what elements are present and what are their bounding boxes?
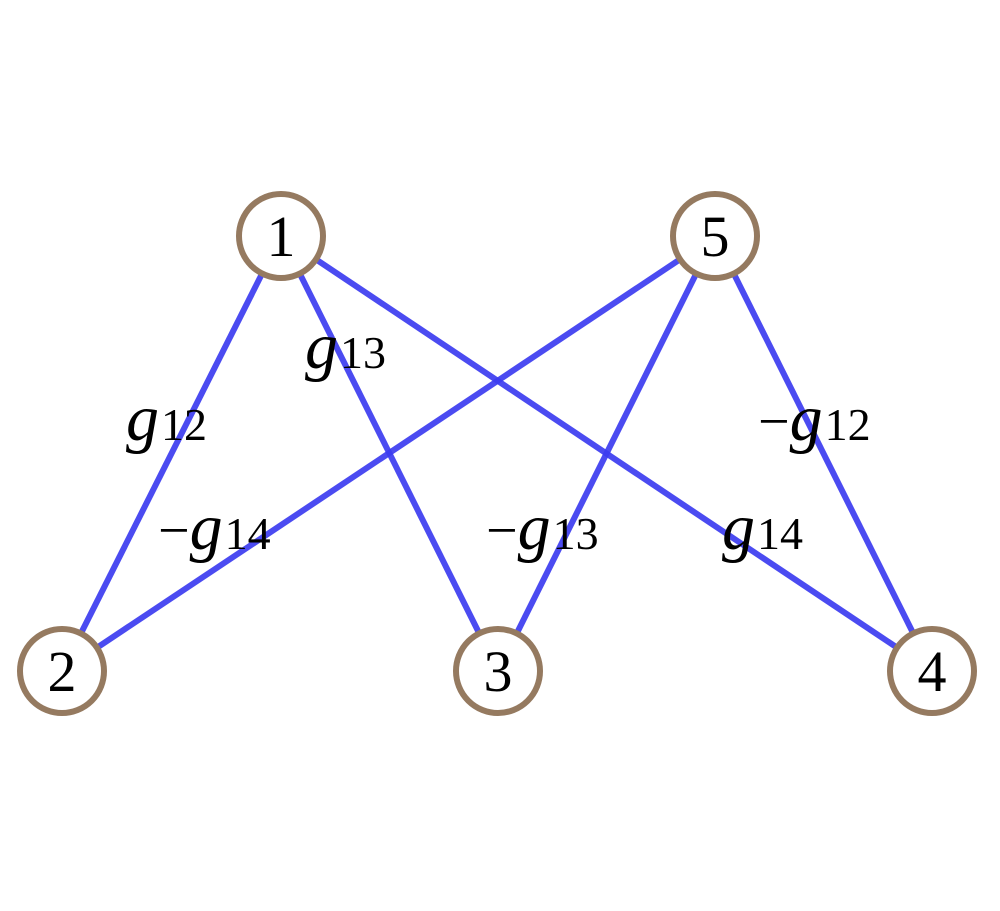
node-circle [670,191,760,281]
node-1: 1 [236,191,326,281]
edge-label-1-4: g14 [722,491,803,564]
edge-5-2 [60,233,717,674]
node-label: 2 [48,639,77,704]
edge-5-3 [495,234,718,673]
node-circle [887,626,977,716]
edge-label-subscript: 13 [553,508,599,559]
node-label: 1 [267,204,296,269]
node-circle [236,191,326,281]
edge-label-1-2: g12 [126,382,207,455]
edge-label-variable: g [790,382,823,455]
edge-label-variable: g [518,491,551,564]
edge-label-subscript: 14 [225,508,271,559]
edge-label-sign: − [758,391,790,453]
edge-label-variable: g [190,491,223,564]
edge-label-subscript: 12 [161,399,207,450]
edge-label-subscript: 13 [340,327,386,378]
nodes-layer: 1 5 2 3 4 [17,191,977,716]
edge-label-5-3: −g13 [486,491,599,564]
edges-layer [59,233,935,674]
node-label: 5 [701,204,730,269]
node-circle [17,626,107,716]
node-2: 2 [17,626,107,716]
node-3: 3 [453,626,543,716]
edge-label-1-3: g13 [305,310,386,383]
node-label: 4 [918,639,947,704]
edge-label-variable: g [305,310,338,383]
node-circle [453,626,543,716]
edge-5-4 [712,234,935,673]
edge-label-sign: − [158,500,190,562]
node-4: 4 [887,626,977,716]
edge-label-subscript: 14 [757,508,803,559]
edge-label-variable: g [126,382,159,455]
node-label: 3 [484,639,513,704]
edge-label-5-4: −g12 [758,382,871,455]
edge-label-sign: − [486,500,518,562]
edge-label-subscript: 12 [825,399,871,450]
edge-label-variable: g [722,491,755,564]
edge-1-2 [59,234,284,673]
edge-label-5-2: −g14 [158,491,271,564]
node-5: 5 [670,191,760,281]
